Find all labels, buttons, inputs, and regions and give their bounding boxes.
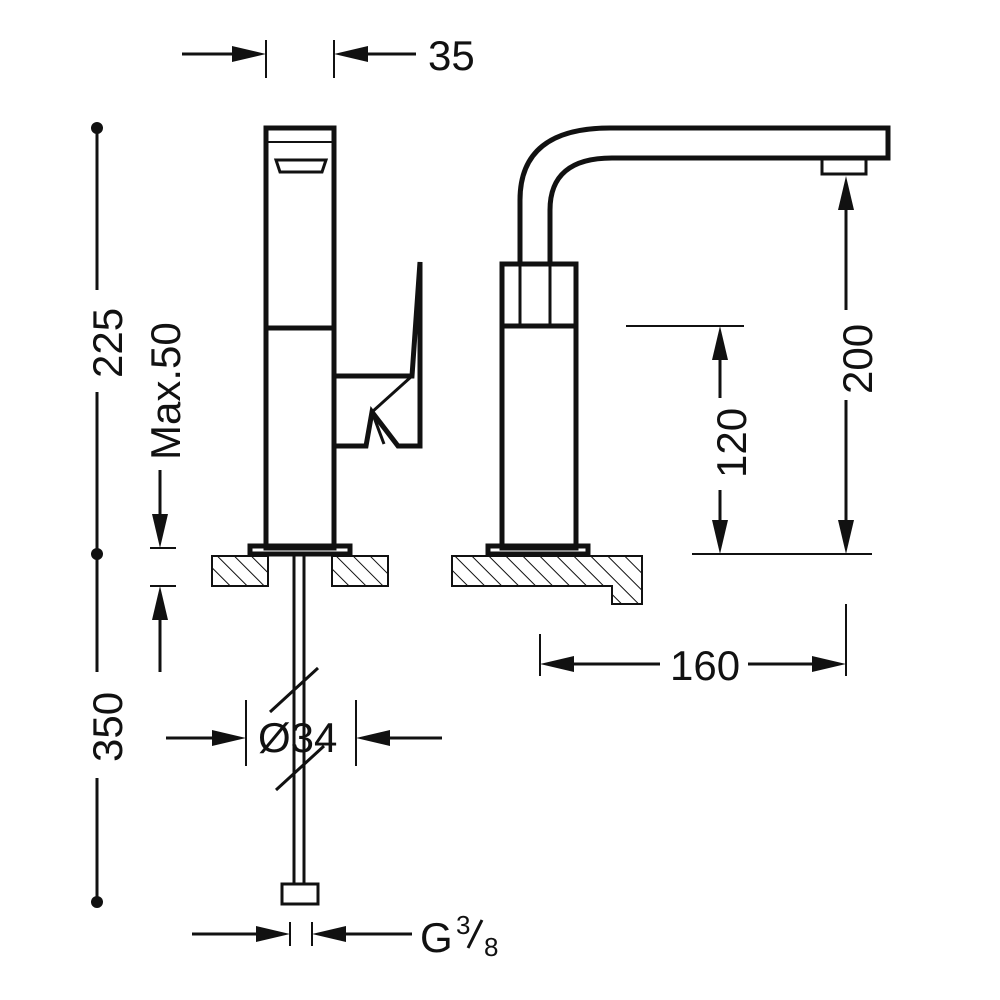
side-body-lower	[263, 325, 337, 551]
dim-reach: 160	[670, 642, 740, 689]
dimension-lines: 35 225 350 Max.50 Ø34 G 3	[84, 32, 881, 962]
counter-left-a	[211, 555, 269, 587]
front-body-lower	[499, 323, 579, 551]
counter-right	[451, 555, 643, 605]
dim-lever-height: 120	[708, 408, 755, 478]
dim-bore-diameter: Ø34	[258, 714, 337, 761]
aerator	[820, 156, 868, 176]
side-body-upper	[263, 125, 337, 331]
dim-spout-width: 35	[428, 32, 475, 79]
side-lever	[334, 261, 423, 449]
side-base-flange	[247, 543, 353, 557]
dim-total-height: 225	[84, 308, 131, 378]
side-view	[211, 125, 423, 906]
front-view	[451, 125, 891, 605]
dim-max-counter: Max.50	[142, 322, 189, 460]
hose-fitting	[280, 882, 320, 906]
front-spout-outer	[517, 125, 891, 264]
dim-thread-letter: G	[420, 914, 453, 961]
dim-outlet-height: 200	[834, 324, 881, 394]
side-cap	[273, 158, 329, 174]
front-base-flange	[485, 543, 591, 557]
dim-thread-denominator: 8	[484, 932, 498, 962]
front-collar	[499, 261, 579, 329]
counter-left-b	[331, 555, 389, 587]
dim-thread-numerator: 3	[456, 910, 470, 940]
dim-hose-length: 350	[84, 692, 131, 762]
